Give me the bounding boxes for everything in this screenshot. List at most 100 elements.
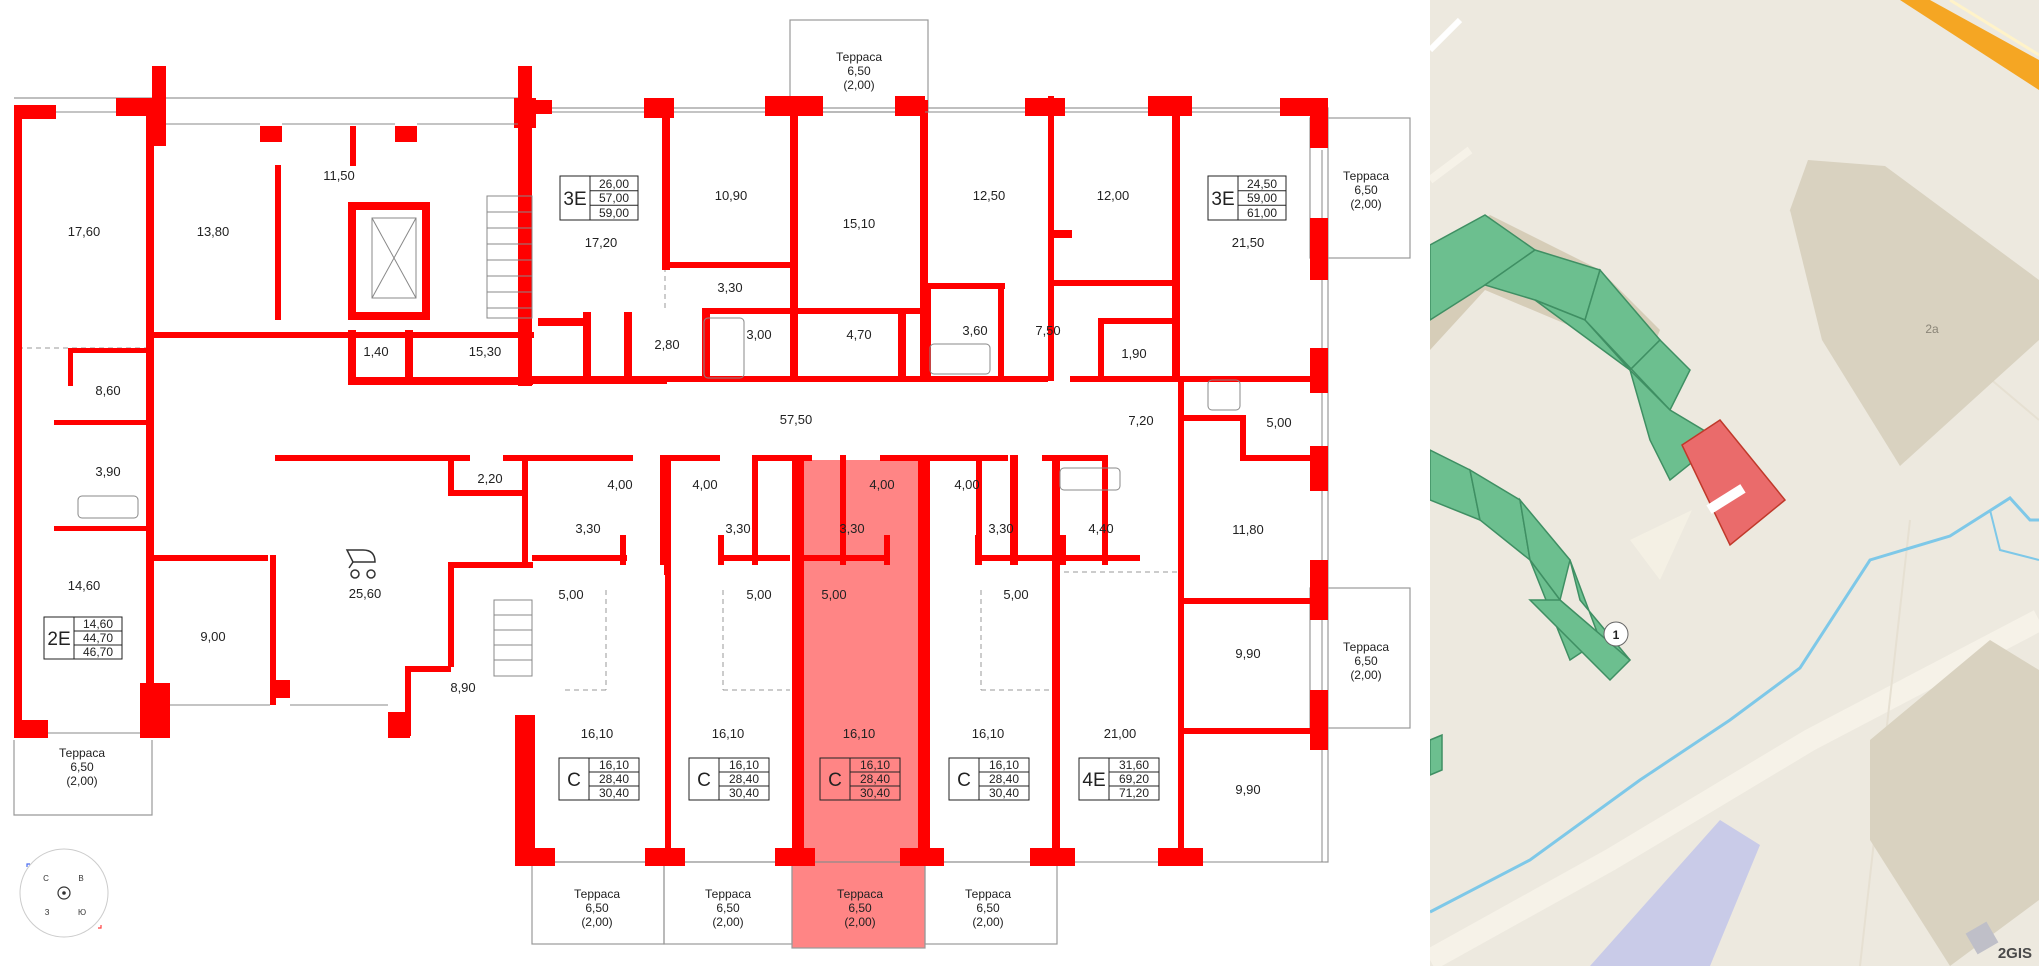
- room-area: 12,50: [973, 188, 1006, 203]
- stream: [1989, 509, 2039, 561]
- total-area: 28,40: [599, 772, 629, 786]
- room-area: 9,90: [1235, 782, 1260, 797]
- room-area: 9,00: [200, 629, 225, 644]
- svg-text:Терраса: Терраса: [1343, 640, 1389, 654]
- room-area: 15,30: [469, 344, 502, 359]
- staircase-top: [486, 195, 533, 319]
- total-area: 28,40: [729, 772, 759, 786]
- apartment-card-selected[interactable]: С 16,10 28,40 30,40: [819, 757, 901, 801]
- room-area: 4,00: [869, 477, 894, 492]
- room-area: 5,00: [821, 587, 846, 602]
- apartment-type: 3Е: [563, 189, 586, 210]
- svg-text:6,50: 6,50: [716, 901, 740, 915]
- total-area: 57,00: [599, 191, 629, 205]
- elevator-icon: [371, 217, 417, 299]
- apartment-card[interactable]: 3Е 26,00 57,00 59,00: [559, 175, 639, 221]
- terrace: Терраса 6,50 (2,00): [705, 887, 751, 929]
- terrace: Терраса 6,50 (2,00): [59, 746, 105, 788]
- room-area: 4,00: [607, 477, 632, 492]
- entrance-marker: [1706, 484, 1746, 514]
- svg-text:Терраса: Терраса: [59, 746, 105, 760]
- apartment-type: 4Е: [1082, 770, 1105, 791]
- apartment-type: С: [828, 770, 842, 791]
- total-area: 28,40: [860, 772, 890, 786]
- svg-text:6,50: 6,50: [848, 901, 872, 915]
- full-area: 30,40: [989, 786, 1019, 800]
- svg-text:С: С: [43, 874, 49, 883]
- svg-text:Терраса: Терраса: [705, 887, 751, 901]
- full-area: 30,40: [729, 786, 759, 800]
- full-area: 61,00: [1247, 206, 1277, 220]
- apartment-type: С: [957, 770, 971, 791]
- room-area: 57,50: [780, 412, 813, 427]
- living-area: 24,50: [1247, 177, 1277, 191]
- apartment-card[interactable]: С 16,10 28,40 30,40: [688, 757, 770, 801]
- full-area: 59,00: [599, 206, 629, 220]
- svg-text:(2,00): (2,00): [1350, 668, 1381, 682]
- svg-text:Терраса: Терраса: [965, 887, 1011, 901]
- map-brand-logo: 2GIS: [1998, 945, 2032, 962]
- room-area: 14,60: [68, 578, 101, 593]
- terrace: Терраса 6,50 (2,00): [836, 50, 882, 92]
- room-area: 4,00: [954, 477, 979, 492]
- apartment-card[interactable]: 3Е 24,50 59,00 61,00: [1207, 175, 1287, 221]
- compass-icon: С В Ю З: [19, 848, 109, 938]
- room-area: 9,90: [1235, 646, 1260, 661]
- living-area: 16,10: [599, 758, 629, 772]
- apartment-type: С: [567, 770, 581, 791]
- room-area: 16,10: [712, 726, 745, 741]
- dashed-partitions: [18, 258, 1180, 691]
- svg-text:6,50: 6,50: [585, 901, 609, 915]
- svg-text:(2,00): (2,00): [843, 78, 874, 92]
- svg-text:(2,00): (2,00): [66, 774, 97, 788]
- svg-text:6,50: 6,50: [847, 64, 871, 78]
- apartment-card[interactable]: С 16,10 28,40 30,40: [558, 757, 640, 801]
- apartment-card[interactable]: С 16,10 28,40 30,40: [948, 757, 1030, 801]
- room-area: 16,10: [843, 726, 876, 741]
- room-area: 1,90: [1121, 346, 1146, 361]
- building-number-label: 2а: [1925, 322, 1939, 336]
- room-area: 4,00: [692, 477, 717, 492]
- walls: [14, 66, 1328, 866]
- floor-plan: 17,60 13,80 11,50 17,20 10,90 15,10 12,5…: [13, 19, 1411, 949]
- svg-text:(2,00): (2,00): [712, 915, 743, 929]
- selected-apartment-highlight[interactable]: [792, 460, 925, 948]
- room-area: 11,80: [1232, 522, 1264, 537]
- svg-text:(2,00): (2,00): [972, 915, 1003, 929]
- total-area: 44,70: [83, 631, 113, 645]
- stroller-icon: [345, 549, 376, 579]
- apartment-card[interactable]: 4Е 31,60 69,20 71,20: [1078, 757, 1160, 801]
- total-area: 28,40: [989, 772, 1019, 786]
- location-map[interactable]: 2а 1 2GIS: [1424, 0, 2039, 970]
- room-area: 21,50: [1232, 235, 1265, 250]
- staircase-bottom: [493, 599, 533, 677]
- room-area: 17,20: [585, 235, 618, 250]
- svg-text:Терраса: Терраса: [1343, 169, 1389, 183]
- room-area: 11,50: [323, 168, 355, 183]
- terrace: Терраса 6,50 (2,00): [574, 887, 620, 929]
- building-2a: [1790, 160, 2039, 466]
- terrace: Терраса 6,50 (2,00): [1343, 640, 1389, 682]
- room-area: 3,30: [839, 521, 864, 536]
- room-area: 1,40: [363, 344, 388, 359]
- room-area: 3,00: [746, 327, 771, 342]
- room-area: 3,90: [95, 464, 120, 479]
- apartment-card[interactable]: 2Е 14,60 44,70 46,70: [43, 616, 123, 660]
- living-area: 31,60: [1119, 758, 1149, 772]
- terrace-selected: Терраса 6,50 (2,00): [837, 887, 883, 929]
- room-area: 2,20: [477, 471, 502, 486]
- room-area: 8,90: [450, 680, 475, 695]
- room-area: 25,60: [349, 586, 382, 601]
- svg-text:З: З: [45, 908, 50, 917]
- full-area: 46,70: [83, 645, 113, 659]
- view-direction-icon: [1630, 510, 1692, 580]
- terrace: Терраса 6,50 (2,00): [965, 887, 1011, 929]
- small-building: [1965, 921, 1999, 955]
- svg-text:(2,00): (2,00): [581, 915, 612, 929]
- svg-text:Ю: Ю: [78, 908, 86, 917]
- map-marker[interactable]: 1: [1603, 621, 1629, 647]
- svg-text:6,50: 6,50: [1354, 654, 1378, 668]
- svg-text:Терраса: Терраса: [574, 887, 620, 901]
- room-area: 5,00: [1266, 415, 1291, 430]
- apartment-type: 2Е: [47, 629, 70, 650]
